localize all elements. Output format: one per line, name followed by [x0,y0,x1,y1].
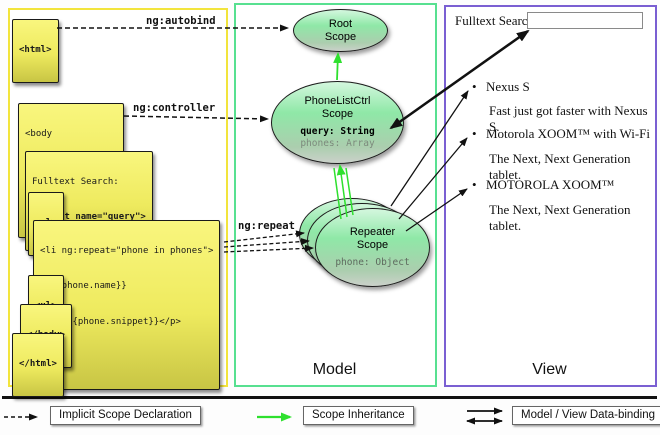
bullet-icon: • [472,126,477,141]
code-text: <body [25,129,53,140]
phone-snippet: The Next, Next Generation tablet. [489,202,631,233]
view-column-box [444,5,657,387]
ng-controller-label: ng:controller [133,102,216,114]
scope-title: PhoneListCtrl [304,95,371,108]
code-box-html-open: <html> [12,19,59,84]
model-column-label: Model [312,361,357,378]
scope-title: Repeater [349,226,396,239]
phone-title: Motorola XOOM™ with Wi-Fi [486,126,651,141]
list-item: • MOTOROLA XOOM™ [472,177,614,193]
scope-title: Scope [324,30,357,43]
code-box-html-close: </html> [12,333,64,398]
repeater-scope-ellipse-front: Repeater Scope phone: Object [315,208,430,287]
legend-model-view-data-binding: Model / View Data-binding [512,406,660,425]
phone-snippet: The Next, Next Generation tablet. [489,151,631,182]
phone-title: MOTOROLA XOOM™ [486,177,615,192]
legend-separator-line [2,396,657,399]
bullet-icon: • [472,79,477,94]
scope-title: Root [328,17,353,30]
code-text: <p>{{phone.snippet}}</p> [40,316,181,327]
list-item: • Nexus S [472,79,530,95]
ng-repeat-label: ng:repeat [238,220,295,232]
phonelistctrl-scope-ellipse: PhoneListCtrl Scope query: String phones… [271,81,404,164]
code-text: <html> [19,45,52,56]
code-text: {{phone.name}} [40,281,127,292]
view-column-label: View [532,361,567,378]
code-text: </html> [19,359,57,370]
scope-property: query: String [300,125,375,137]
scope-property: phones: Array [300,137,375,149]
phone-title: Nexus S [486,79,530,94]
root-scope-ellipse: Root Scope [293,9,388,52]
ng-autobind-label: ng:autobind [146,15,216,27]
list-item: • Motorola XOOM™ with Wi-Fi [472,126,650,142]
code-text: Fulltext Search: [32,177,119,188]
fulltext-search-input[interactable] [527,12,643,29]
legend-scope-inheritance: Scope Inheritance [303,406,414,425]
scope-title: Scope [356,239,389,252]
scope-property: phone: Object [335,256,410,268]
code-text: <li ng:repeat="phone in phones"> [40,246,214,257]
bullet-icon: • [472,177,477,192]
fulltext-search-label: Fulltext Search: [455,13,538,28]
model-column-box [234,3,437,387]
scope-title: Scope [321,108,354,121]
legend-implicit-scope-declaration: Implicit Scope Declaration [50,406,201,425]
